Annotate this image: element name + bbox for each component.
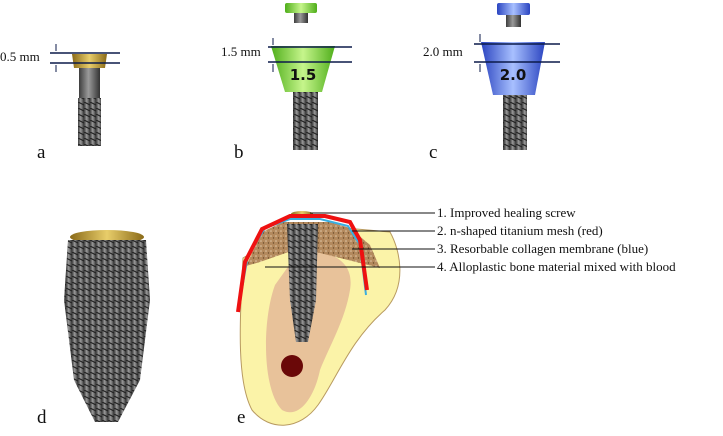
healing-screw-2-0mm — [481, 3, 545, 150]
legend-item-3: 3. Resorbable collagen membrane (blue) — [437, 241, 649, 256]
height-marker-b — [268, 38, 352, 72]
height-label-a: 0.5 mm — [0, 49, 40, 64]
implant-in-bone — [287, 224, 318, 342]
legend-item-1: 1. Improved healing screw — [437, 205, 576, 220]
healing-screw-0-5mm — [72, 54, 107, 146]
bone-cross-section — [236, 211, 401, 426]
panel-letter-a: a — [37, 142, 46, 163]
legend-item-4: 4. Alloplastic bone material mixed with … — [437, 259, 676, 274]
height-label-c: 2.0 mm — [423, 44, 463, 59]
cap-label-b: 1.5 — [290, 66, 317, 84]
panel-letter-e: e — [237, 407, 246, 428]
titanium-mesh — [236, 214, 369, 313]
legend-item-2: 2. n-shaped titanium mesh (red) — [437, 223, 603, 238]
blood-vessel — [281, 355, 303, 377]
healing-screw-1-5mm — [271, 3, 335, 150]
height-marker-a — [50, 44, 120, 72]
height-label-b: 1.5 mm — [221, 44, 261, 59]
panel-letter-d: d — [37, 407, 47, 428]
legend-leader-lines — [265, 212, 435, 268]
cap-label-c: 2.0 — [500, 66, 527, 84]
panel-letter-c: c — [429, 142, 438, 163]
dental-implant — [64, 230, 150, 422]
panel-letter-b: b — [234, 142, 244, 163]
height-marker-c — [474, 34, 560, 72]
